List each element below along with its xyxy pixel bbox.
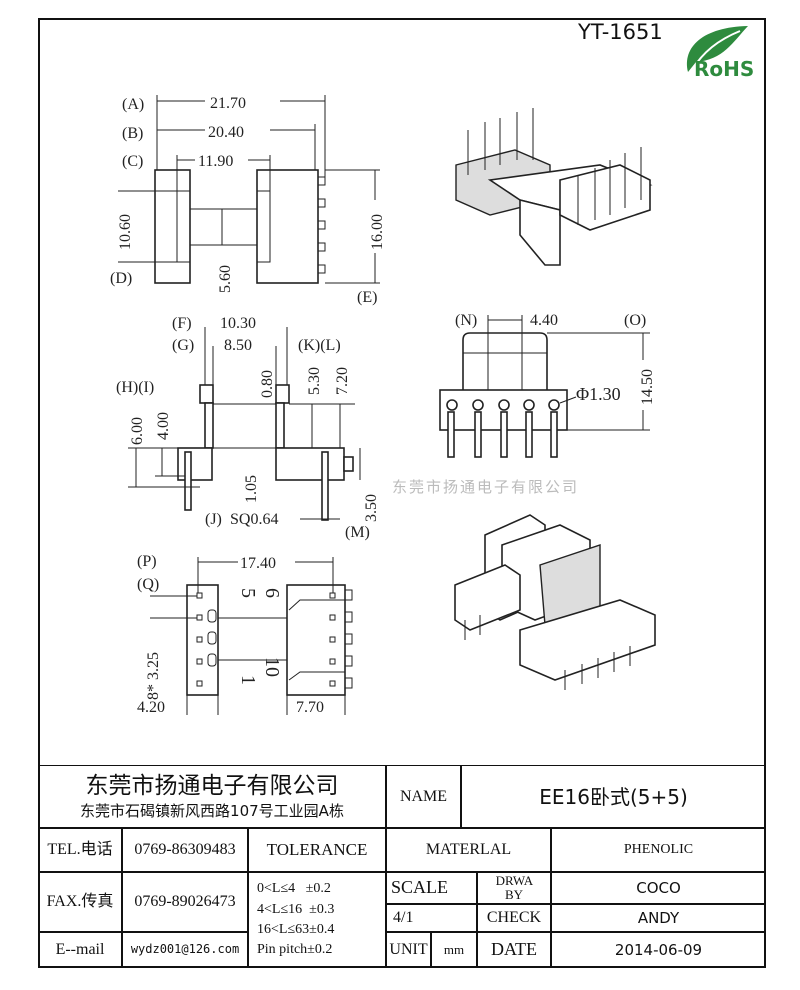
title-block: 东莞市扬通电子有限公司 东莞市石碣镇新风西路107号工业园A栋 NAME EE1… <box>38 765 766 968</box>
dim-b: 20.40 <box>208 124 244 141</box>
label-n: (N) <box>455 312 477 329</box>
label-q: (Q) <box>137 576 159 593</box>
unit-label: UNIT <box>386 932 431 968</box>
pin-5: 5 <box>237 588 259 598</box>
dim-a: 21.70 <box>210 95 246 112</box>
fax-value: 0769-89026473 <box>122 872 248 932</box>
label-kl: (K)(L) <box>298 337 341 354</box>
dim-gap: 0.80 <box>259 370 276 398</box>
dim-k: 5.30 <box>306 367 323 395</box>
fax-label: FAX.传真 <box>38 872 122 932</box>
email-label: E--mail <box>38 932 122 968</box>
pin-6: 6 <box>261 588 283 598</box>
tolerance-values: 0<L≤4 ±0.2 4<L≤16 ±0.3 16<L≤63±0.4 Pin p… <box>248 872 386 968</box>
label-o: (O) <box>624 312 646 329</box>
material-label: MATERLAL <box>386 828 551 872</box>
dim-o: 14.50 <box>639 369 656 405</box>
tolerance-pitch: Pin pitch±0.2 <box>257 942 333 958</box>
dim-q: 8* 3.25 <box>145 652 162 700</box>
dim-n: 4.40 <box>530 312 558 329</box>
label-f: (F) <box>172 315 192 332</box>
dim-base: 1.05 <box>243 475 260 503</box>
company-name: 东莞市扬通电子有限公司 <box>85 772 339 799</box>
drawing-number: YT-1651 <box>578 20 663 44</box>
label-d: (D) <box>110 270 132 287</box>
dim-right: 7.70 <box>296 699 324 716</box>
dim-c: 11.90 <box>198 153 233 170</box>
tolerance-2: 4<L≤16 ±0.3 <box>257 901 335 917</box>
watermark: 东莞市扬通电子有限公司 <box>392 478 580 496</box>
dim-g: 8.50 <box>224 337 252 354</box>
front-view: (N) 4.40 (O) 14.50 Φ1.30 <box>439 312 656 458</box>
isometric-view-bottom <box>454 514 656 690</box>
tolerance-1: 0<L≤4 ±0.2 <box>257 881 331 897</box>
company-address: 东莞市石碣镇新风西路107号工业园A栋 <box>80 801 344 820</box>
company-cell: 东莞市扬通电子有限公司 东莞市石碣镇新风西路107号工业园A栋 <box>38 765 386 828</box>
scale-value: 4/1 <box>386 904 477 932</box>
label-c: (C) <box>122 153 143 170</box>
dim-j: SQ0.64 <box>230 511 278 528</box>
scale-label: SCALE <box>386 872 477 904</box>
date-value: 2014-06-09 <box>551 932 766 968</box>
label-e: (E) <box>357 289 377 306</box>
dim-l: 7.20 <box>334 367 351 395</box>
rohs-logo: RoHS <box>686 26 754 80</box>
pin-1: 1 <box>237 675 259 685</box>
dim-p: 17.40 <box>240 555 276 572</box>
label-g: (G) <box>172 337 194 354</box>
material-value: PHENOLIC <box>551 828 766 872</box>
label-a: (A) <box>122 96 144 113</box>
unit-value: mm <box>431 932 477 968</box>
email-value: wydz001@126.com <box>122 932 248 968</box>
dim-core: 5.60 <box>217 265 234 293</box>
dim-h: 6.00 <box>129 417 146 445</box>
side-view: (F) 10.30 (G) 8.50 (K)(L) 0.80 5.30 7.20… <box>116 315 380 541</box>
label-b: (B) <box>122 125 143 142</box>
dim-f: 10.30 <box>220 315 256 332</box>
pin-10: 10 <box>261 657 283 677</box>
name-value: EE16卧式(5+5) <box>461 765 766 828</box>
name-label: NAME <box>386 765 461 828</box>
tel-label: TEL.电话 <box>38 828 122 872</box>
label-m: (M) <box>345 524 370 541</box>
top-view: (A) 21.70 (B) 20.40 (C) 11.90 10.60 (D) … <box>110 95 386 306</box>
check-value: ANDY <box>551 904 766 932</box>
dim-m: 3.50 <box>363 494 380 522</box>
tel-value: 0769-86309483 <box>122 828 248 872</box>
tolerance-label: TOLERANCE <box>248 828 386 872</box>
tolerance-3: 16<L≤63±0.4 <box>257 922 335 937</box>
dim-left: 4.20 <box>137 699 165 716</box>
dim-i: 4.00 <box>155 412 172 440</box>
label-p: (P) <box>137 553 157 570</box>
label-hi: (H)(I) <box>116 379 154 396</box>
drawn-by-value: COCO <box>551 872 766 904</box>
bottom-view: (P) (Q) 17.40 8* 3.25 4.20 7.70 5 6 1 10 <box>137 553 353 716</box>
technical-drawing: (A) 21.70 (B) 20.40 (C) 11.90 10.60 (D) … <box>110 95 656 716</box>
drawn-by-label: DRWA BY <box>477 872 551 904</box>
date-label: DATE <box>477 932 551 968</box>
svg-text:RoHS: RoHS <box>694 57 754 80</box>
label-j: (J) <box>205 511 222 528</box>
dim-pin-diameter: Φ1.30 <box>576 384 621 404</box>
isometric-view-top <box>455 108 653 266</box>
dim-e: 16.00 <box>369 214 386 250</box>
dim-d: 10.60 <box>117 214 134 250</box>
check-label: CHECK <box>477 904 551 932</box>
